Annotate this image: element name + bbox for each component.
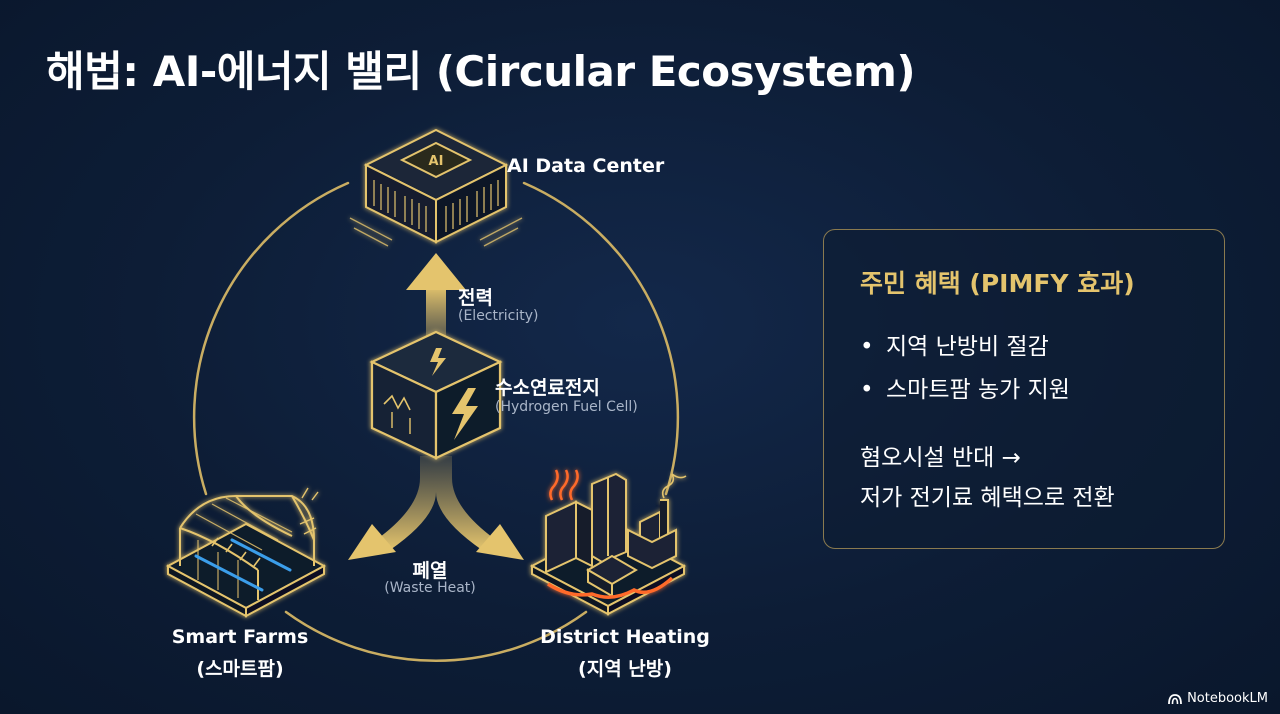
benefits-note-line1: 혐오시설 반대 → xyxy=(860,445,1021,471)
waste-heat-arrow xyxy=(348,456,524,560)
datacenter-label: AI Data Center xyxy=(507,155,665,177)
ring-arc-bottom xyxy=(284,610,588,662)
page-title: 해법: AI-에너지 밸리 (Circular Ecosystem) xyxy=(46,47,916,96)
brand-mark: NotebookLM xyxy=(1168,691,1268,706)
cycle-ring xyxy=(192,181,680,662)
smart-farm-sublabel: (스마트팜) xyxy=(196,658,284,680)
electricity-label: 전력 xyxy=(458,287,493,309)
waste-heat-sublabel: (Waste Heat) xyxy=(384,580,476,596)
district-heating-sublabel: (지역 난방) xyxy=(578,658,672,680)
electricity-sublabel: (Electricity) xyxy=(458,308,539,324)
benefits-title: 주민 혜택 (PIMFY 효과) xyxy=(860,269,1135,298)
benefits-note: 혐오시설 반대 → 저가 전기료 혜택으로 전환 xyxy=(860,438,1115,518)
district-heating-icon xyxy=(529,469,687,616)
ring-arc-right xyxy=(522,181,680,496)
notebooklm-logo-icon xyxy=(1168,693,1182,704)
benefits-note-line2: 저가 전기료 혜택으로 전환 xyxy=(860,485,1115,511)
datacenter-chip-text: AI xyxy=(429,154,444,169)
ring-arc-left xyxy=(192,181,350,496)
district-heating-label: District Heating xyxy=(540,626,710,648)
list-item: • 스마트팜 농가 지원 xyxy=(860,369,1070,412)
bullet-icon: • xyxy=(860,334,874,360)
benefits-panel: 주민 혜택 (PIMFY 효과) •지역 난방비 절감 •스마트팜 농가 지원 … xyxy=(823,229,1225,549)
list-item-text: 스마트팜 농가 지원 xyxy=(886,377,1070,403)
waste-heat-label: 폐열 xyxy=(412,560,448,582)
benefits-list: • 지역 난방비 절감 • 스마트팜 농가 지원 xyxy=(860,326,1070,412)
fuelcell-sublabel: (Hydrogen Fuel Cell) xyxy=(495,399,638,415)
smart-farm-icon xyxy=(165,487,327,618)
datacenter-icon xyxy=(349,128,523,247)
fuelcell-icon xyxy=(369,330,503,460)
list-item-text: 지역 난방비 절감 xyxy=(886,334,1049,360)
smart-farm-label: Smart Farms xyxy=(171,626,309,648)
brand-text: NotebookLM xyxy=(1187,691,1268,706)
list-item: • 지역 난방비 절감 xyxy=(860,326,1070,369)
bullet-icon: • xyxy=(860,377,874,403)
fuelcell-label: 수소연료전지 xyxy=(495,377,600,399)
